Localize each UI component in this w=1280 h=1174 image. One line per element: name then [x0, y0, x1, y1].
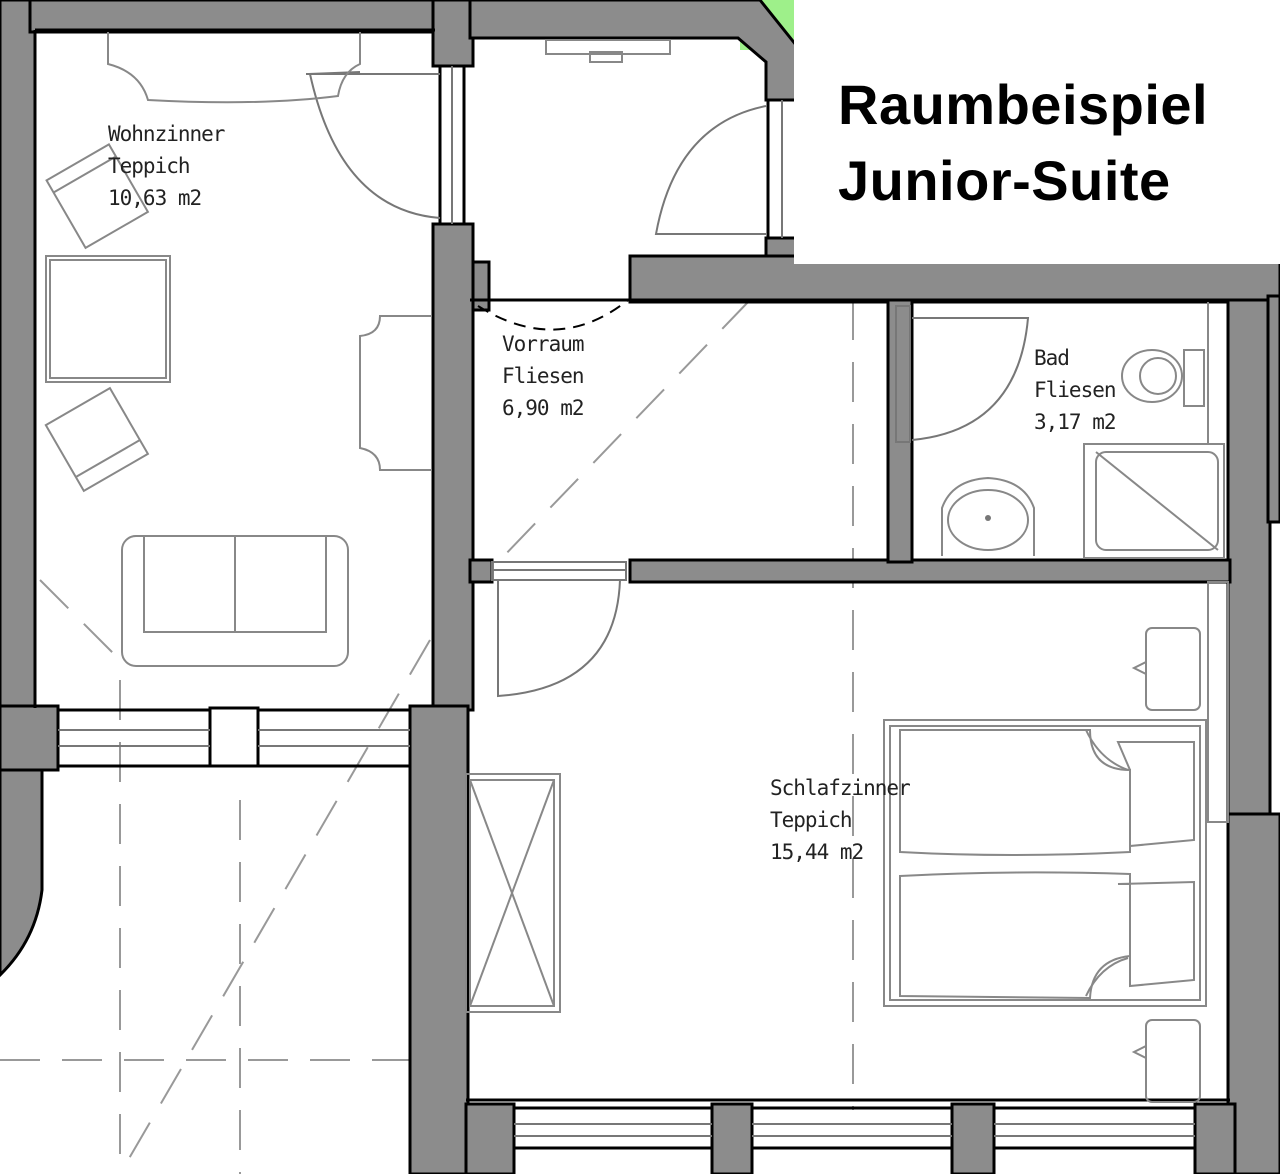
room-vorraum-label: Vorraum Fliesen 6,90 m2	[502, 332, 585, 420]
room-wohnzimmer-label: Wohnzinner Teppich 10,63 m2	[108, 122, 226, 210]
room-area: 6,90 m2	[502, 396, 584, 420]
dashed-guide-lines	[0, 299, 854, 1174]
furniture	[44, 32, 1229, 1103]
doors	[306, 71, 1030, 698]
title-line-2: Junior-Suite	[838, 149, 1171, 212]
title-line-1: Raumbeispiel	[838, 73, 1209, 136]
room-floor: Teppich	[108, 154, 190, 178]
room-schlafzimmer-label: Schlafzinner Teppich 15,44 m2	[770, 776, 911, 864]
title-box: Raumbeispiel Junior-Suite	[794, 0, 1280, 264]
room-floor: Fliesen	[502, 364, 584, 388]
room-bad-label: Bad Fliesen 3,17 m2	[1034, 346, 1117, 434]
room-area: 10,63 m2	[108, 186, 201, 210]
windows	[33, 28, 1230, 1150]
room-name: Schlafzinner	[770, 776, 910, 800]
room-name: Wohnzinner	[108, 122, 225, 146]
room-name: Vorraum	[502, 332, 584, 356]
room-name: Bad	[1034, 346, 1069, 370]
room-floor: Fliesen	[1034, 378, 1116, 402]
room-area: 15,44 m2	[770, 840, 863, 864]
room-floor: Teppich	[770, 808, 852, 832]
room-area: 3,17 m2	[1034, 410, 1116, 434]
